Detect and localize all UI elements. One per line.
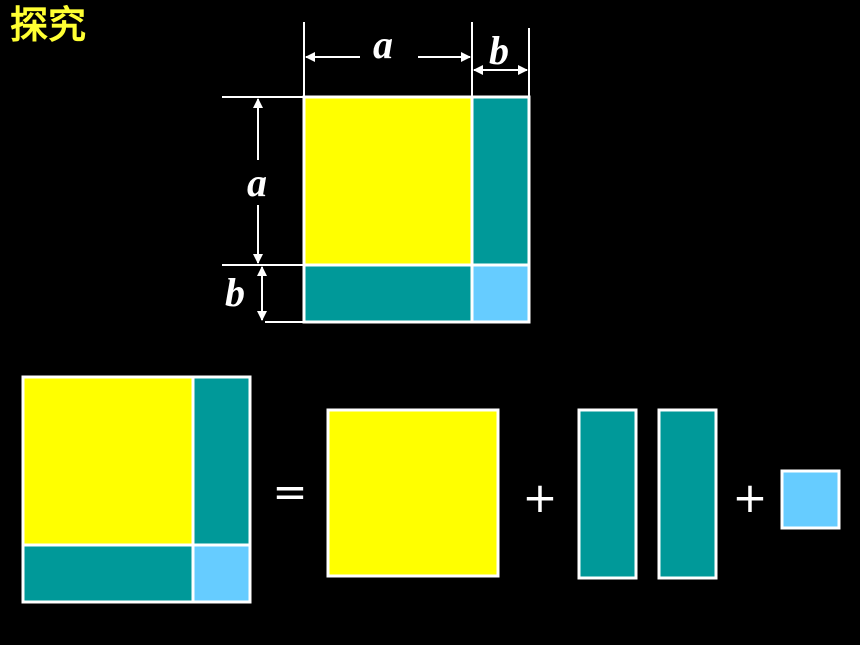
plus-sign-1: + [522, 473, 557, 522]
label-side-b: b [225, 270, 245, 315]
term-rect-ab-2 [657, 408, 718, 580]
equals-sign: = [272, 467, 307, 516]
bottom-square-a-squared [21, 375, 195, 547]
bottom-rect-ab-right [191, 375, 252, 547]
top-rect-ab-bottom [302, 263, 474, 324]
side-dimension-lines [222, 96, 304, 323]
top-square-a-squared [302, 95, 474, 267]
label-top-a: a [373, 22, 393, 67]
page-title: 探究 [10, 3, 87, 47]
label-top-b: b [489, 28, 509, 73]
top-dimension-lines [303, 22, 530, 97]
bottom-rect-ab-bottom [21, 543, 195, 604]
term-square-b-squared [780, 469, 841, 530]
term-square-a-squared [326, 408, 500, 578]
label-side-a: a [247, 160, 267, 205]
plus-sign-2: + [732, 473, 767, 522]
top-square-b-squared [470, 263, 531, 324]
bottom-square-b-squared [191, 543, 252, 604]
top-composite-square [302, 95, 531, 324]
bottom-composite-square [21, 375, 252, 604]
top-rect-ab-right [470, 95, 531, 267]
term-rect-ab-1 [577, 408, 638, 580]
